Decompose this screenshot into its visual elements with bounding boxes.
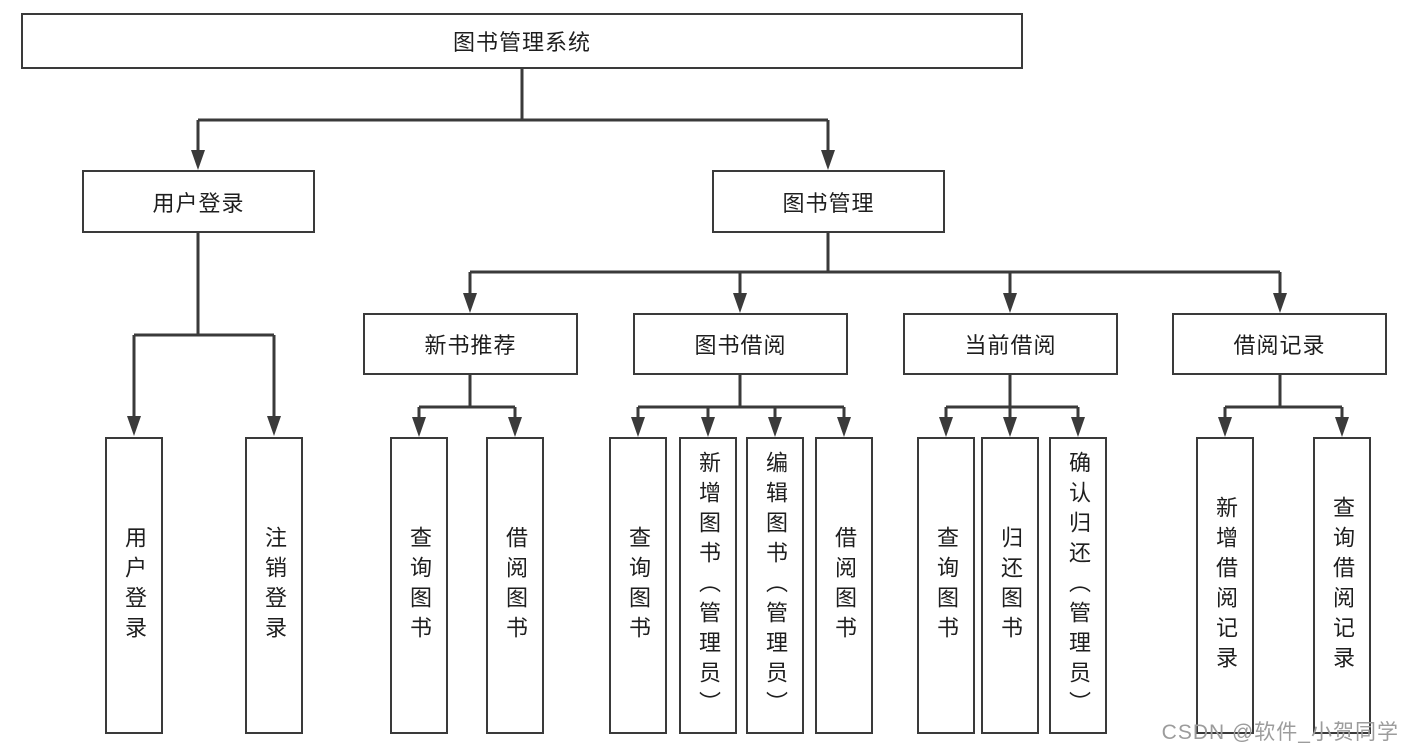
leaf-user-login-label: 用户登录 [122, 525, 147, 646]
node-borrow-records-label: 借阅记录 [1233, 333, 1326, 358]
leaf-query-books-recommend-label: 查询图书 [407, 525, 432, 646]
arrowhead [267, 416, 281, 436]
node-root-system-label: 图书管理系统 [452, 30, 591, 55]
node-book-management: 图书管理 [712, 170, 945, 233]
leaf-borrow-books-borrow: 借阅图书 [815, 437, 873, 734]
arrowhead [463, 293, 477, 313]
leaf-query-books-current-label: 查询图书 [934, 525, 959, 646]
node-root-system: 图书管理系统 [21, 13, 1023, 69]
arrowhead [837, 417, 851, 437]
leaf-query-borrow-record: 查询借阅记录 [1313, 437, 1371, 734]
arrowhead [1335, 417, 1349, 437]
leaf-edit-book-admin-label: 编辑图书（管理员） [763, 450, 788, 721]
leaf-add-borrow-record: 新增借阅记录 [1196, 437, 1254, 734]
arrowhead [631, 417, 645, 437]
arrowhead [939, 417, 953, 437]
leaf-query-books-borrow: 查询图书 [609, 437, 667, 734]
arrowhead [1218, 417, 1232, 437]
leaf-return-book: 归还图书 [981, 437, 1039, 734]
leaf-query-books-current: 查询图书 [917, 437, 975, 734]
leaf-borrow-books-borrow-label: 借阅图书 [832, 525, 857, 646]
leaf-confirm-return-admin: 确认归还（管理员） [1049, 437, 1107, 734]
node-borrow-records: 借阅记录 [1172, 313, 1387, 375]
arrowhead [1003, 293, 1017, 313]
leaf-add-book-admin: 新增图书（管理员） [679, 437, 737, 734]
leaf-add-book-admin-label: 新增图书（管理员） [696, 450, 721, 721]
node-user-login: 用户登录 [82, 170, 315, 233]
arrowhead [701, 417, 715, 437]
edge-current-borrow-to-leaves [944, 375, 1080, 422]
arrowhead [412, 417, 426, 437]
leaf-logout-label: 注销登录 [262, 525, 287, 646]
edge-book-borrow-to-leaves [636, 375, 846, 422]
node-book-borrow: 图书借阅 [633, 313, 848, 375]
arrowhead [821, 150, 835, 170]
leaf-query-books-borrow-label: 查询图书 [626, 525, 651, 646]
leaf-query-books-recommend: 查询图书 [390, 437, 448, 734]
arrowhead [127, 416, 141, 436]
leaf-return-book-label: 归还图书 [998, 525, 1023, 646]
arrowhead [1273, 293, 1287, 313]
node-new-book-recommend: 新书推荐 [363, 313, 578, 375]
edge-borrow-records-to-leaves [1223, 375, 1344, 422]
node-current-borrow: 当前借阅 [903, 313, 1118, 375]
node-book-borrow-label: 图书借阅 [694, 333, 787, 358]
arrowhead [191, 150, 205, 170]
arrowhead [768, 417, 782, 437]
node-new-book-recommend-label: 新书推荐 [424, 333, 517, 358]
leaf-logout: 注销登录 [245, 437, 303, 734]
leaf-borrow-books-recommend: 借阅图书 [486, 437, 544, 734]
leaf-add-borrow-record-label: 新增借阅记录 [1213, 495, 1238, 676]
csdn-watermark: CSDN @软件_小贺同学 [1161, 721, 1399, 744]
edge-new-book-to-leaves [417, 375, 517, 422]
node-current-borrow-label: 当前借阅 [964, 333, 1057, 358]
edge-root-to-level2 [196, 69, 830, 155]
leaf-edit-book-admin: 编辑图书（管理员） [746, 437, 804, 734]
arrowhead [508, 417, 522, 437]
leaf-confirm-return-admin-label: 确认归还（管理员） [1066, 450, 1091, 721]
edge-user-login-to-leaves [132, 233, 276, 421]
arrowhead [733, 293, 747, 313]
edge-book-mgmt-to-level3 [468, 233, 1282, 298]
leaf-query-borrow-record-label: 查询借阅记录 [1330, 495, 1355, 676]
arrowhead [1003, 417, 1017, 437]
leaf-borrow-books-recommend-label: 借阅图书 [503, 525, 528, 646]
leaf-user-login: 用户登录 [105, 437, 163, 734]
arrowhead [1071, 417, 1085, 437]
node-book-management-label: 图书管理 [782, 190, 875, 216]
node-user-login-label: 用户登录 [152, 190, 245, 216]
